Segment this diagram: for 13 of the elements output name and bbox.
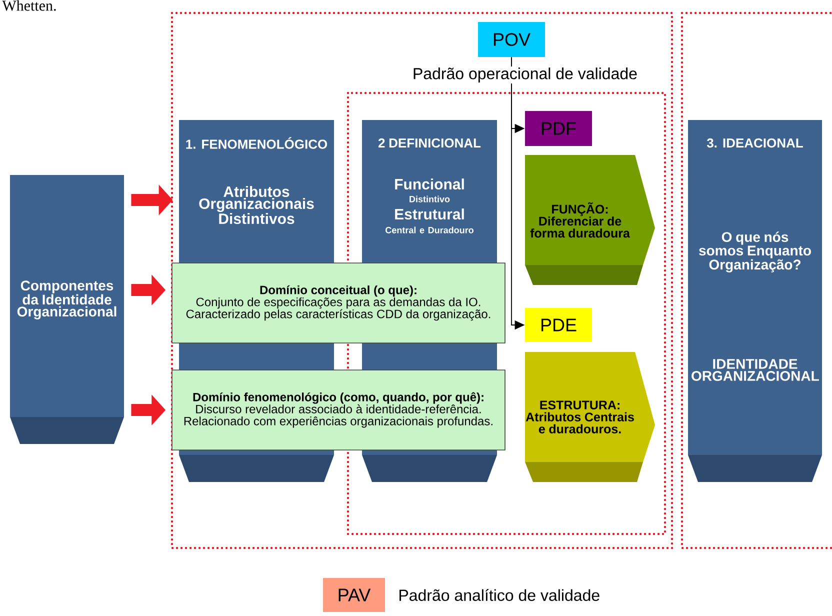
text-panel: FUNÇÃO: Diferenciar de forma duradoura xyxy=(525,155,655,285)
label-tag: PDE xyxy=(525,308,592,342)
caption-text: Padrão analítico de validade xyxy=(400,589,600,601)
column-box: Componentes da Identidade Organizacional xyxy=(10,175,124,444)
author-name: Whetten. xyxy=(2,0,56,11)
text-panel: ESTRUTURA: Atributos Centrais e duradouros. xyxy=(525,352,655,482)
text-box: Domínio fenomenológico (como, quando, por quê): Discurso revelador associado à identidade-referência. Relacionado com experiências organizacionais profundas. xyxy=(172,370,506,450)
caption-text: Padrão operacional de validade xyxy=(411,66,639,84)
label-tag: PAV xyxy=(323,578,385,612)
label-tag: POV xyxy=(478,22,545,57)
column-box: 3. IDEACIONAL O que nós somos Enquanto Organização? IDENTIDADE ORGANIZACIONAL xyxy=(688,120,822,482)
label-tag: PDF xyxy=(525,111,592,146)
text-box: Domínio conceitual (o que): Conjunto de especificações para as demandas da IO. Caracterizado pelas características CDD da organização. xyxy=(172,262,506,344)
